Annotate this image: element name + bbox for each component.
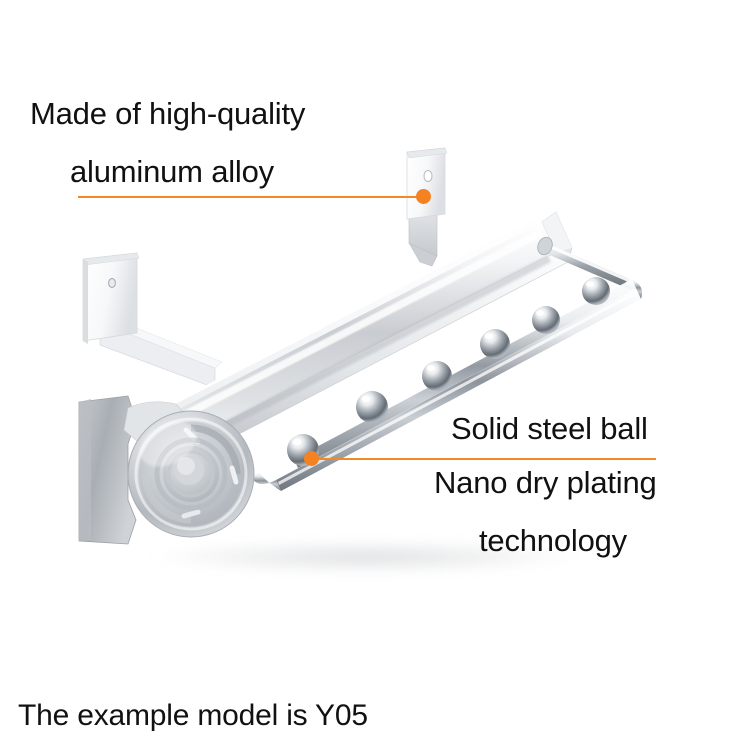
leader-line-aluminum bbox=[78, 196, 426, 198]
back-mounting-plate bbox=[78, 395, 137, 545]
steel-ball bbox=[480, 329, 510, 359]
callout-aluminum-line-2: aluminum alloy bbox=[70, 154, 274, 189]
steel-ball bbox=[422, 361, 452, 391]
aluminum-alloy-bar bbox=[150, 207, 573, 467]
steel-ball bbox=[532, 306, 560, 334]
chrome-connecting-arm bbox=[537, 236, 634, 290]
callout-steel-ball-line-3: technology bbox=[479, 523, 627, 558]
callout-steel-ball-line-1: Solid steel ball bbox=[451, 411, 648, 446]
callout-steel-ball-line-2: Nano dry plating bbox=[434, 465, 657, 500]
ground-shadow bbox=[150, 540, 580, 574]
model-caption: The example model is Y05 bbox=[18, 699, 368, 732]
callout-aluminum-line-1: Made of high-quality bbox=[30, 96, 306, 131]
steel-ball bbox=[356, 391, 388, 423]
leader-dot-aluminum bbox=[416, 189, 431, 204]
mounting-bracket-near bbox=[82, 252, 223, 389]
circular-end-cap bbox=[123, 401, 255, 538]
leader-line-steel-ball bbox=[311, 458, 656, 460]
steel-ball-group bbox=[287, 277, 610, 466]
leader-dot-steel-ball bbox=[304, 451, 319, 466]
mounting-bracket-far bbox=[406, 147, 448, 267]
steel-ball bbox=[582, 277, 610, 305]
